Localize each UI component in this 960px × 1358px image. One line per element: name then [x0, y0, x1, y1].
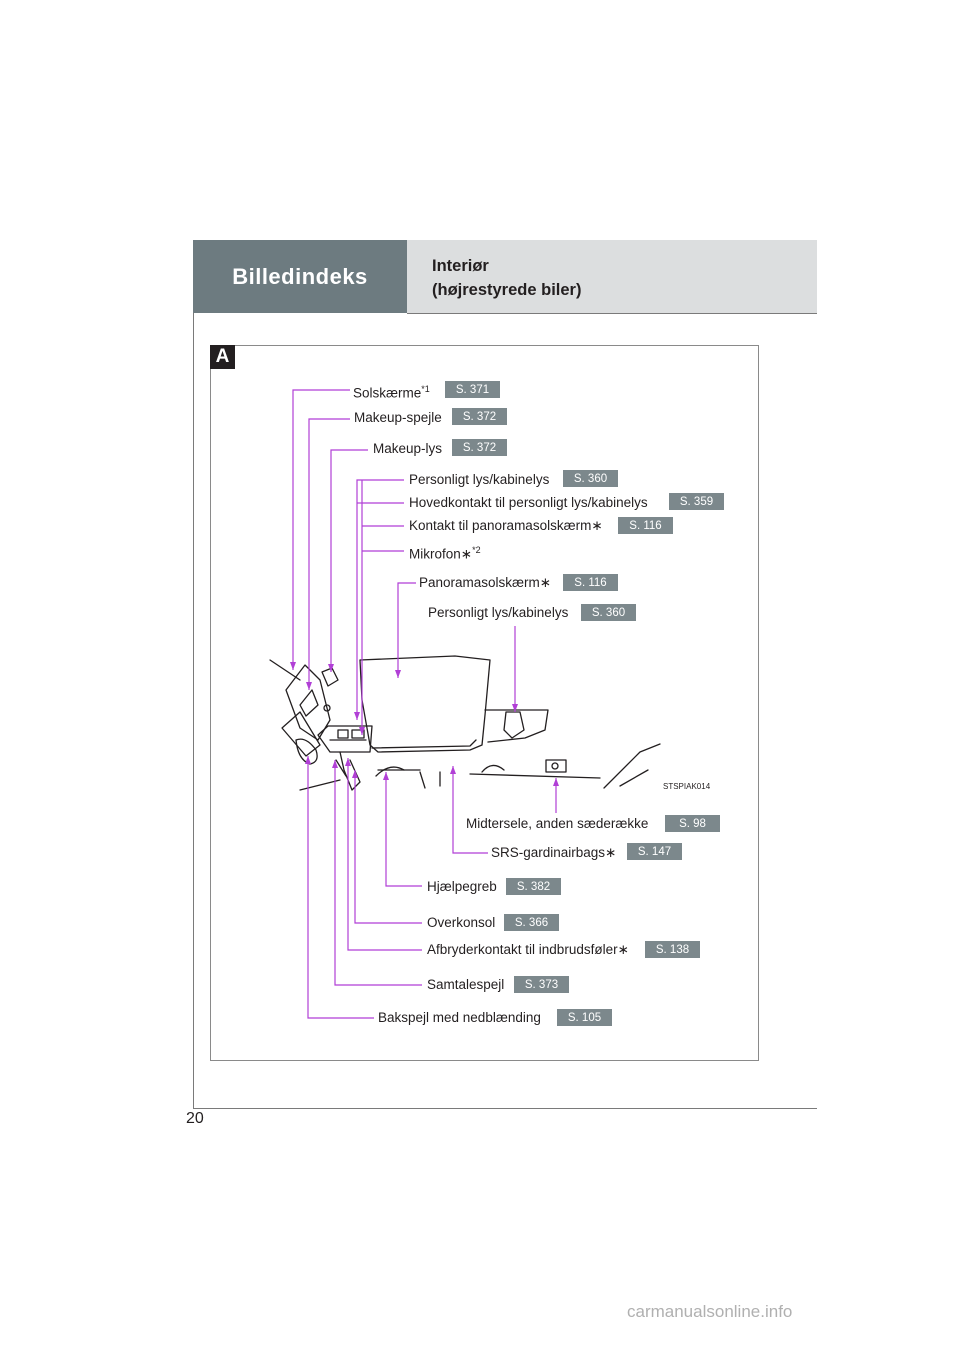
callout-intrusion-sensor-switch: Afbryderkontakt til indbrudsføler∗: [427, 942, 629, 957]
footer-rule: [193, 1108, 817, 1109]
page-title-line2: (højrestyrede biler): [432, 281, 582, 299]
page-ref-overhead-console[interactable]: S. 366: [504, 914, 559, 931]
page-ref-assist-grips[interactable]: S. 382: [506, 878, 561, 895]
figure-frame: [210, 345, 759, 1061]
callout-main-light-switch: Hovedkontakt til personligt lys/kabinely…: [409, 495, 648, 510]
callout-assist-grips: Hjælpegreb: [427, 879, 497, 894]
page-ref-vanity-mirrors[interactable]: S. 372: [452, 408, 507, 425]
callout-microphone: Mikrofon∗*2: [409, 545, 481, 562]
callout-vanity-lights: Makeup-lys: [373, 441, 443, 456]
image-code: STSPIAK014: [663, 782, 711, 791]
page-ref-vanity-lights[interactable]: S. 372: [452, 439, 507, 456]
page-ref-sun-visors[interactable]: S. 371: [445, 381, 500, 398]
page-ref-panoramic-sunshade[interactable]: S. 116: [563, 574, 618, 591]
page-ref-intrusion-sensor-switch[interactable]: S. 138: [645, 941, 700, 958]
callout-center-belt: Midtersele, anden sæderække: [466, 816, 649, 831]
page-ref-sunshade-switch[interactable]: S. 116: [618, 517, 673, 534]
callout-personal-lights-rear: Personligt lys/kabinelys: [428, 605, 569, 620]
page-ref-auto-dimming-mirror[interactable]: S. 105: [557, 1009, 612, 1026]
page-ref-main-light-switch[interactable]: S. 359: [669, 493, 724, 510]
callout-sunshade-switch: Kontakt til panoramasolskærm∗: [409, 518, 603, 533]
figure-badge: A: [210, 345, 235, 369]
page-title-line1: Interiør: [432, 257, 489, 275]
page-ref-personal-lights-front[interactable]: S. 360: [563, 470, 618, 487]
page-ref-conversation-mirror[interactable]: S. 373: [514, 976, 569, 993]
callout-overhead-console: Overkonsol: [427, 915, 496, 930]
page-ref-personal-lights-rear[interactable]: S. 360: [581, 604, 636, 621]
section-title: Billedindeks: [232, 263, 368, 289]
callout-personal-lights-front: Personligt lys/kabinelys: [409, 472, 550, 487]
page-title: Interiør (højrestyrede biler): [432, 254, 581, 302]
left-rule: [193, 313, 194, 1109]
page-number: 20: [186, 1110, 204, 1127]
watermark[interactable]: carmanualsonline.info: [627, 1302, 793, 1321]
header-title-block: [407, 240, 817, 313]
page-ref-center-belt[interactable]: S. 98: [665, 815, 720, 832]
callout-vanity-mirrors: Makeup-spejle: [354, 410, 442, 425]
callout-conversation-mirror: Samtalespejl: [427, 977, 505, 992]
callout-panoramic-sunshade: Panoramasolskærm∗: [419, 575, 552, 590]
callout-sun-visors: Solskærme*1: [353, 384, 430, 401]
header-section-block: [193, 240, 407, 313]
page-ref-curtain-airbags[interactable]: S. 147: [627, 843, 682, 860]
callout-auto-dimming-mirror: Bakspejl med nedblænding: [378, 1010, 541, 1025]
callout-curtain-airbags: SRS-gardinairbags∗: [491, 845, 617, 860]
header-rule: [407, 313, 817, 314]
